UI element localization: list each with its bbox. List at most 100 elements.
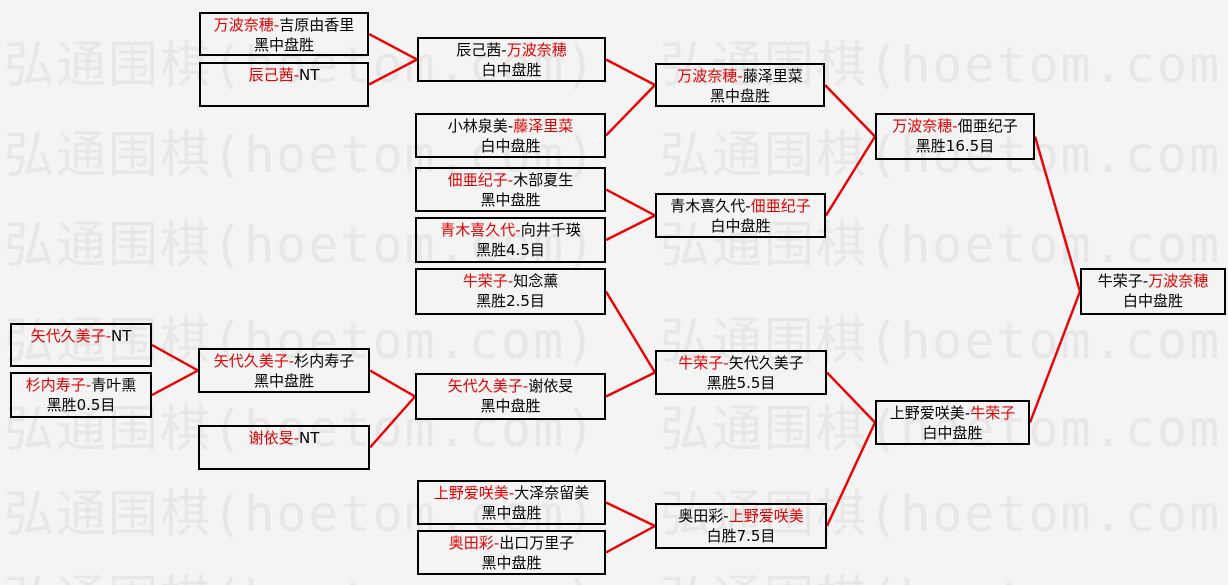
connector-line-L2-M1 <box>368 58 418 86</box>
match-players: 上野爱咲美-牛荣子 <box>877 403 1028 423</box>
match-box-Q2: 青木喜久代-佃亜纪子白中盘胜 <box>655 193 826 238</box>
watermark-text: 弘通围棋(hoetom.com) <box>660 400 1228 458</box>
match-players: 小林泉美-藤泽里菜 <box>417 116 604 136</box>
match-players: 佃亜纪子-木部夏生 <box>417 170 604 190</box>
player-b-name: NT <box>299 66 320 84</box>
player-a-name: 万波奈穂 <box>213 16 274 34</box>
match-box-Q1: 万波奈穂-藤泽里菜黑中盘胜 <box>655 63 825 107</box>
match-box-M2: 矢代久美子-杉内寿子黑中盘胜 <box>198 348 370 393</box>
match-result: 黑胜0.5目 <box>46 396 116 414</box>
match-players: 万波奈穂-吉原由香里 <box>201 15 367 35</box>
player-separator: - <box>501 41 507 59</box>
player-b-name: 藤泽里菜 <box>742 67 803 85</box>
match-box-L11: 奥田彩-出口万里子黑中盘胜 <box>417 530 606 575</box>
watermark-text: 弘通围棋(hoetom.com) <box>660 216 1228 274</box>
match-result <box>12 346 150 366</box>
match-result: 黑中盘胜 <box>480 191 541 209</box>
match-players: 上野爱咲美-大泽奈留美 <box>419 483 604 503</box>
connector-line-L11-Q4 <box>605 524 656 554</box>
connector-line-S1-F1 <box>1033 136 1082 292</box>
player-a-name: 辰己茜 <box>456 41 502 59</box>
watermark-text: 弘通围棋(hoetom.com) <box>660 574 1228 585</box>
match-box-L3: 小林泉美-藤泽里菜白中盘胜 <box>415 113 606 158</box>
match-result: 黑胜4.5目 <box>476 241 545 259</box>
player-a-name: 牛荣子 <box>462 272 508 290</box>
player-b-name: 谢依旻 <box>528 377 574 395</box>
match-players: 矢代久美子-谢依旻 <box>417 376 604 396</box>
match-result: 白中盘胜 <box>922 424 983 442</box>
match-players: 万波奈穂-藤泽里菜 <box>657 66 823 86</box>
match-result: 黑胜5.5目 <box>706 374 776 392</box>
player-a-name: 小林泉美 <box>447 117 508 135</box>
connector-line-Q3-S2 <box>826 371 876 424</box>
player-separator: - <box>293 66 300 84</box>
match-box-L10: 上野爱咲美-大泽奈留美黑中盘胜 <box>417 480 606 525</box>
watermark-text: 弘通围棋(hoetom.com) <box>4 400 598 458</box>
match-box-S2: 上野爱咲美-牛荣子白中盘胜 <box>875 400 1030 445</box>
match-players: 奥田彩-上野爱咲美 <box>657 506 825 526</box>
watermark-text: 弘通围棋(hoetom.com) <box>4 574 597 585</box>
connector-line-L3-Q1 <box>605 84 656 137</box>
connector-line-L8-M2 <box>151 369 199 397</box>
match-box-L1: 万波奈穂-吉原由香里黑中盘胜 <box>199 12 369 56</box>
player-a-name: 矢代久美子 <box>30 327 106 345</box>
match-box-L9: 谢依旻-NT <box>198 425 370 470</box>
player-separator: - <box>507 171 514 189</box>
connector-line-S2-F1 <box>1028 291 1082 423</box>
match-result: 黑中盘胜 <box>709 87 770 105</box>
connector-line-Q1-S1 <box>824 84 876 138</box>
player-b-name: 木部夏生 <box>513 171 574 189</box>
player-a-name: 杉内寿子 <box>25 376 86 394</box>
match-box-Q3: 牛荣子-矢代久美子黑胜5.5目 <box>655 350 827 395</box>
player-b-name: 吉原由香里 <box>279 16 355 34</box>
match-box-L2: 辰己茜-NT <box>199 62 369 107</box>
match-box-L7: 矢代久美子-NT <box>10 323 152 367</box>
player-b-name: 杉内寿子 <box>294 352 355 370</box>
player-b-name: 知念薰 <box>513 272 559 290</box>
player-b-name: 向井千瑛 <box>520 221 581 239</box>
match-players: 矢代久美子-NT <box>12 326 150 346</box>
player-a-name: 辰己茜 <box>248 66 294 84</box>
connector-line-L9-M3 <box>369 395 416 449</box>
match-players: 牛荣子-矢代久美子 <box>657 353 825 373</box>
match-result: 黑胜16.5目 <box>915 137 995 155</box>
connector-line-M1-Q1 <box>605 58 656 87</box>
player-separator: - <box>522 377 529 395</box>
watermark-text: 弘通围棋(hoetom.com) <box>4 126 598 184</box>
player-separator: - <box>508 484 515 502</box>
player-separator: - <box>745 197 751 215</box>
player-b-name: 牛荣子 <box>970 404 1016 422</box>
player-b-name: 青叶熏 <box>91 376 137 394</box>
player-separator: - <box>105 327 112 345</box>
match-box-M1: 辰己茜-万波奈穂白中盘胜 <box>417 37 606 82</box>
player-separator: - <box>952 117 958 135</box>
player-a-name: 牛荣子 <box>678 354 724 372</box>
watermark-text: 弘通围棋(hoetom.com) <box>660 485 1228 543</box>
match-result: 黑中盘胜 <box>481 554 542 572</box>
match-result: 白中盘胜 <box>1122 292 1183 310</box>
player-separator: - <box>723 354 729 372</box>
player-a-name: 上野爱咲美 <box>433 484 509 502</box>
player-separator: - <box>737 67 743 85</box>
match-box-F1: 牛荣子-万波奈穂白中盘胜 <box>1080 268 1226 315</box>
connector-line-M3-Q3 <box>605 371 656 398</box>
player-a-name: 上野爱咲美 <box>889 404 965 422</box>
match-players: 奥田彩-出口万里子 <box>419 533 604 553</box>
match-result <box>201 85 367 105</box>
match-players: 辰己茜-NT <box>201 65 367 85</box>
match-result: 白中盘胜 <box>710 217 771 235</box>
match-result: 黑胜2.5目 <box>476 292 545 310</box>
player-separator: - <box>493 534 500 552</box>
match-result <box>200 448 368 468</box>
match-players: 矢代久美子-杉内寿子 <box>200 351 368 371</box>
player-separator: - <box>273 16 280 34</box>
player-b-name: 藤泽里菜 <box>513 117 574 135</box>
player-b-name: NT <box>299 429 320 447</box>
player-a-name: 奥田彩 <box>678 507 724 525</box>
player-a-name: 矢代久美子 <box>213 352 289 370</box>
connector-line-L1-M1 <box>368 32 418 61</box>
connector-line-L4-Q2 <box>605 188 656 217</box>
watermark-text: 弘通围棋(hoetom.com) <box>660 36 1228 94</box>
